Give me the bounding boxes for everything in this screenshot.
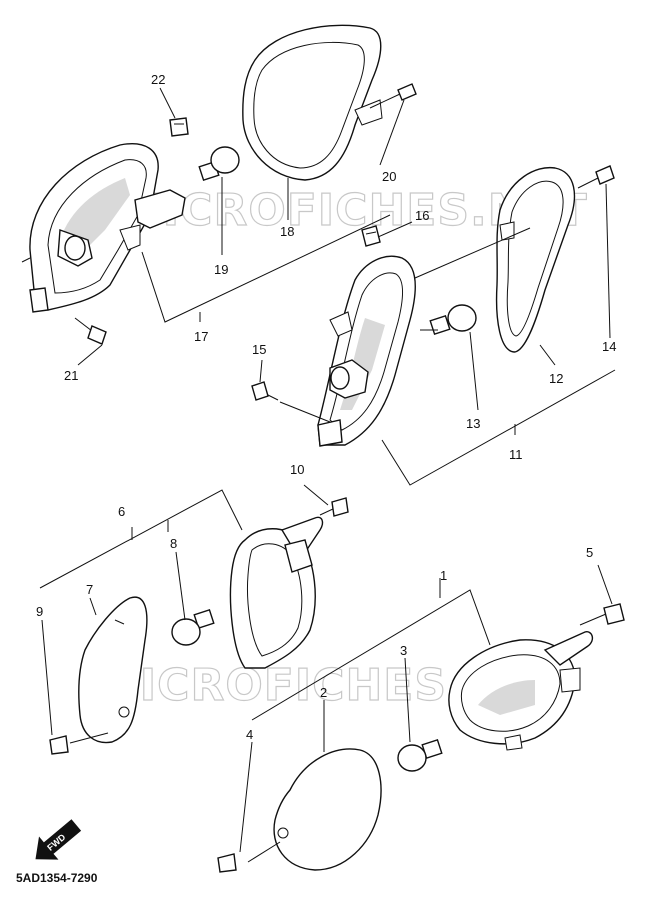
clip-16	[361, 225, 381, 247]
callout-18: 18	[280, 224, 294, 239]
screw-4	[217, 841, 281, 873]
callout-1: 1	[440, 568, 447, 583]
callout-22: 22	[151, 72, 165, 87]
callout-15: 15	[252, 342, 266, 357]
callout-13: 13	[466, 416, 480, 431]
callout-10: 10	[290, 462, 304, 477]
upper-right-bulb	[429, 304, 477, 336]
lower-right-bulb	[397, 738, 443, 772]
drawing-code: 5AD1354-7290	[16, 871, 98, 885]
callout-7: 7	[86, 582, 93, 597]
callout-4: 4	[246, 727, 253, 742]
callout-19: 19	[214, 262, 228, 277]
fwd-arrow-icon: FWD	[35, 819, 82, 860]
callout-8: 8	[170, 536, 177, 551]
callout-9: 9	[36, 604, 43, 619]
lower-right-housing	[448, 631, 594, 751]
callout-12: 12	[549, 371, 563, 386]
screw-5	[579, 603, 625, 626]
callout-20: 20	[382, 169, 396, 184]
upper-right-lens	[495, 166, 576, 353]
callout-2: 2	[320, 685, 327, 700]
upper-left-bulb	[198, 146, 240, 182]
callout-17: 17	[194, 329, 208, 344]
callout-16: 16	[415, 208, 429, 223]
lower-right-lens	[273, 748, 382, 871]
screw-10	[319, 497, 349, 517]
middle-left-bulb	[171, 608, 215, 646]
screw-15	[251, 381, 279, 401]
callout-3: 3	[400, 643, 407, 658]
screw-20	[369, 83, 417, 109]
callout-11: 11	[509, 447, 523, 462]
middle-left-housing	[229, 516, 324, 669]
screw-9	[49, 732, 109, 755]
middle-left-lens	[78, 596, 148, 744]
callout-21: 21	[64, 368, 78, 383]
upper-right-housing	[317, 255, 416, 447]
callout-14: 14	[602, 339, 616, 354]
upper-left-lens	[242, 24, 383, 181]
callout-6: 6	[118, 504, 125, 519]
callout-5: 5	[586, 545, 593, 560]
clip-22	[169, 117, 189, 137]
screw-21	[74, 317, 107, 345]
upper-left-housing	[21, 143, 186, 313]
screw-14	[577, 165, 615, 189]
